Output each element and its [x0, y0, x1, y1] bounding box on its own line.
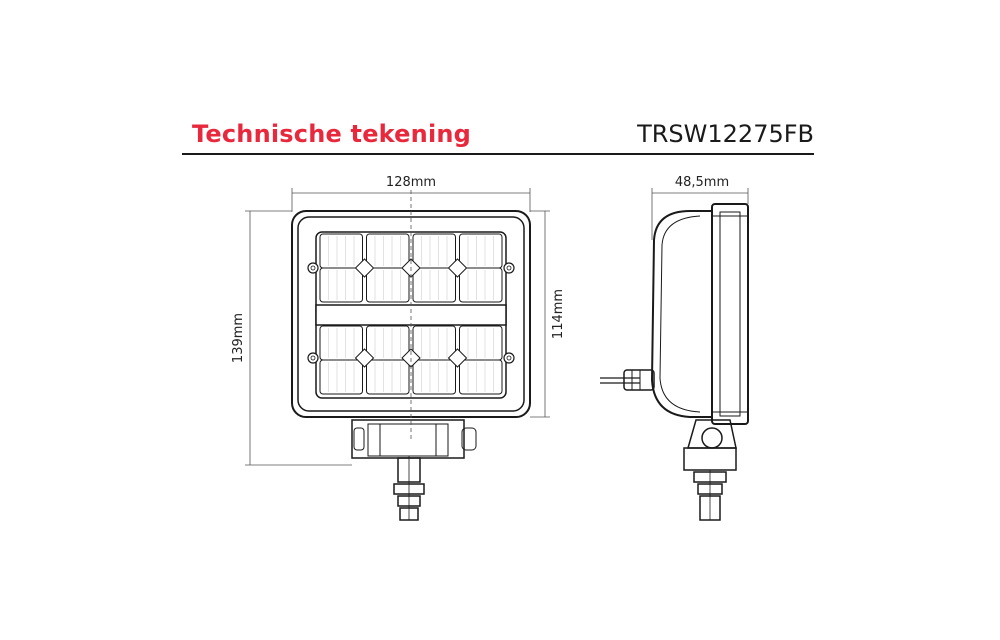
lens-cell — [459, 359, 503, 395]
depth-label: 48,5mm — [675, 175, 729, 190]
front-view: 128mm 139mm 114mm — [231, 175, 566, 521]
screws — [307, 262, 515, 364]
lens-cell — [319, 359, 363, 395]
bracket-knob — [461, 427, 477, 451]
lens-cell — [459, 325, 503, 361]
front-bezel — [711, 203, 749, 425]
model-number: TRSW12275FB — [637, 120, 814, 148]
housing-height-label: 114mm — [551, 289, 566, 339]
mount-pivot — [701, 427, 723, 449]
header-rule — [182, 153, 814, 155]
lens-cell — [412, 267, 456, 303]
screw — [307, 352, 319, 364]
rear-shell — [650, 210, 713, 418]
lens-cell — [366, 325, 410, 361]
lens-cell — [366, 233, 410, 269]
lens-cell — [412, 359, 456, 395]
lens-cell — [319, 233, 363, 269]
lens-cell — [412, 233, 456, 269]
center-light-bar — [315, 304, 507, 326]
screw — [503, 262, 515, 274]
reflector-diamond — [354, 348, 375, 368]
reflector-diamond — [447, 348, 468, 368]
reflector-diamond — [354, 258, 375, 278]
lens-cell — [366, 267, 410, 303]
lens-cell — [319, 325, 363, 361]
lens-cell — [319, 267, 363, 303]
reflector-diamond — [447, 258, 468, 278]
lens-cell — [366, 359, 410, 395]
total-height-label: 139mm — [231, 313, 246, 363]
lens-cell — [459, 267, 503, 303]
lens-cell — [459, 233, 503, 269]
screw — [503, 352, 515, 364]
lens-cell — [412, 325, 456, 361]
screw — [307, 262, 319, 274]
mount-bracket-inner — [367, 423, 449, 457]
mount-bracket — [351, 419, 465, 459]
lens-grid — [319, 233, 503, 395]
width-label: 128mm — [386, 175, 436, 190]
drawing-title: Technische tekening — [192, 120, 472, 148]
cable-gland — [623, 369, 655, 391]
side-view: 48,5mm — [600, 175, 749, 521]
